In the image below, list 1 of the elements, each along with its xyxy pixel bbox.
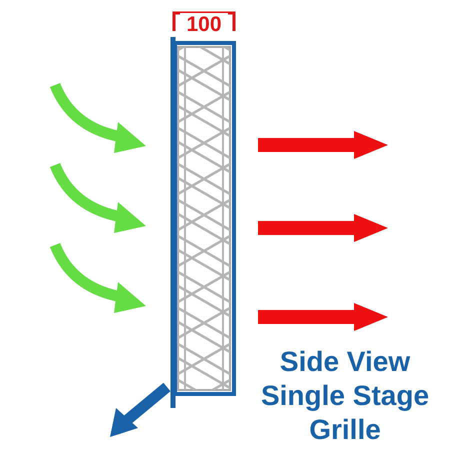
caption: Side View Single Stage Grille	[260, 345, 430, 447]
